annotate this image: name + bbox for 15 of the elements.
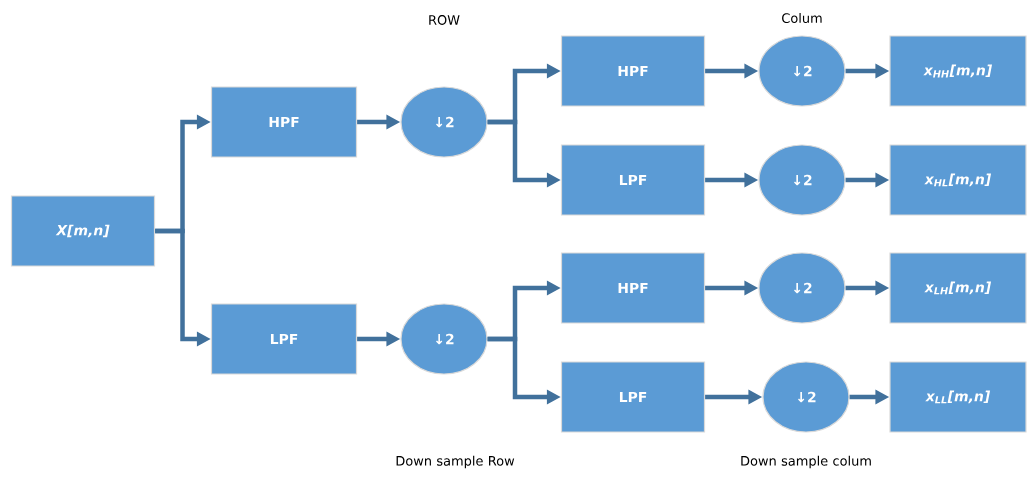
caption-text: Down sample colum [741, 455, 871, 469]
caption-text: ROW [429, 15, 460, 25]
signal-box: x$_{HL}$[m,n] [889, 144, 1027, 216]
signal-box: X[m,n] [10, 195, 156, 267]
filter-box: HPF [210, 86, 358, 158]
caption-text: Down sample Row [396, 455, 515, 469]
caption-text: Colum [782, 12, 822, 23]
filter-box: HPF [560, 35, 706, 107]
filter-box: LPF [210, 303, 358, 375]
signal-box: x$_{LH}$[m,n] [889, 252, 1027, 324]
filter-box: LPF [560, 361, 706, 433]
filter-box: LPF [560, 144, 706, 216]
signal-box: x$_{HH}$[m,n] [889, 35, 1027, 107]
signal-box: x$_{LL}$[m,n] [889, 361, 1027, 433]
filter-box: HPF [560, 252, 706, 324]
